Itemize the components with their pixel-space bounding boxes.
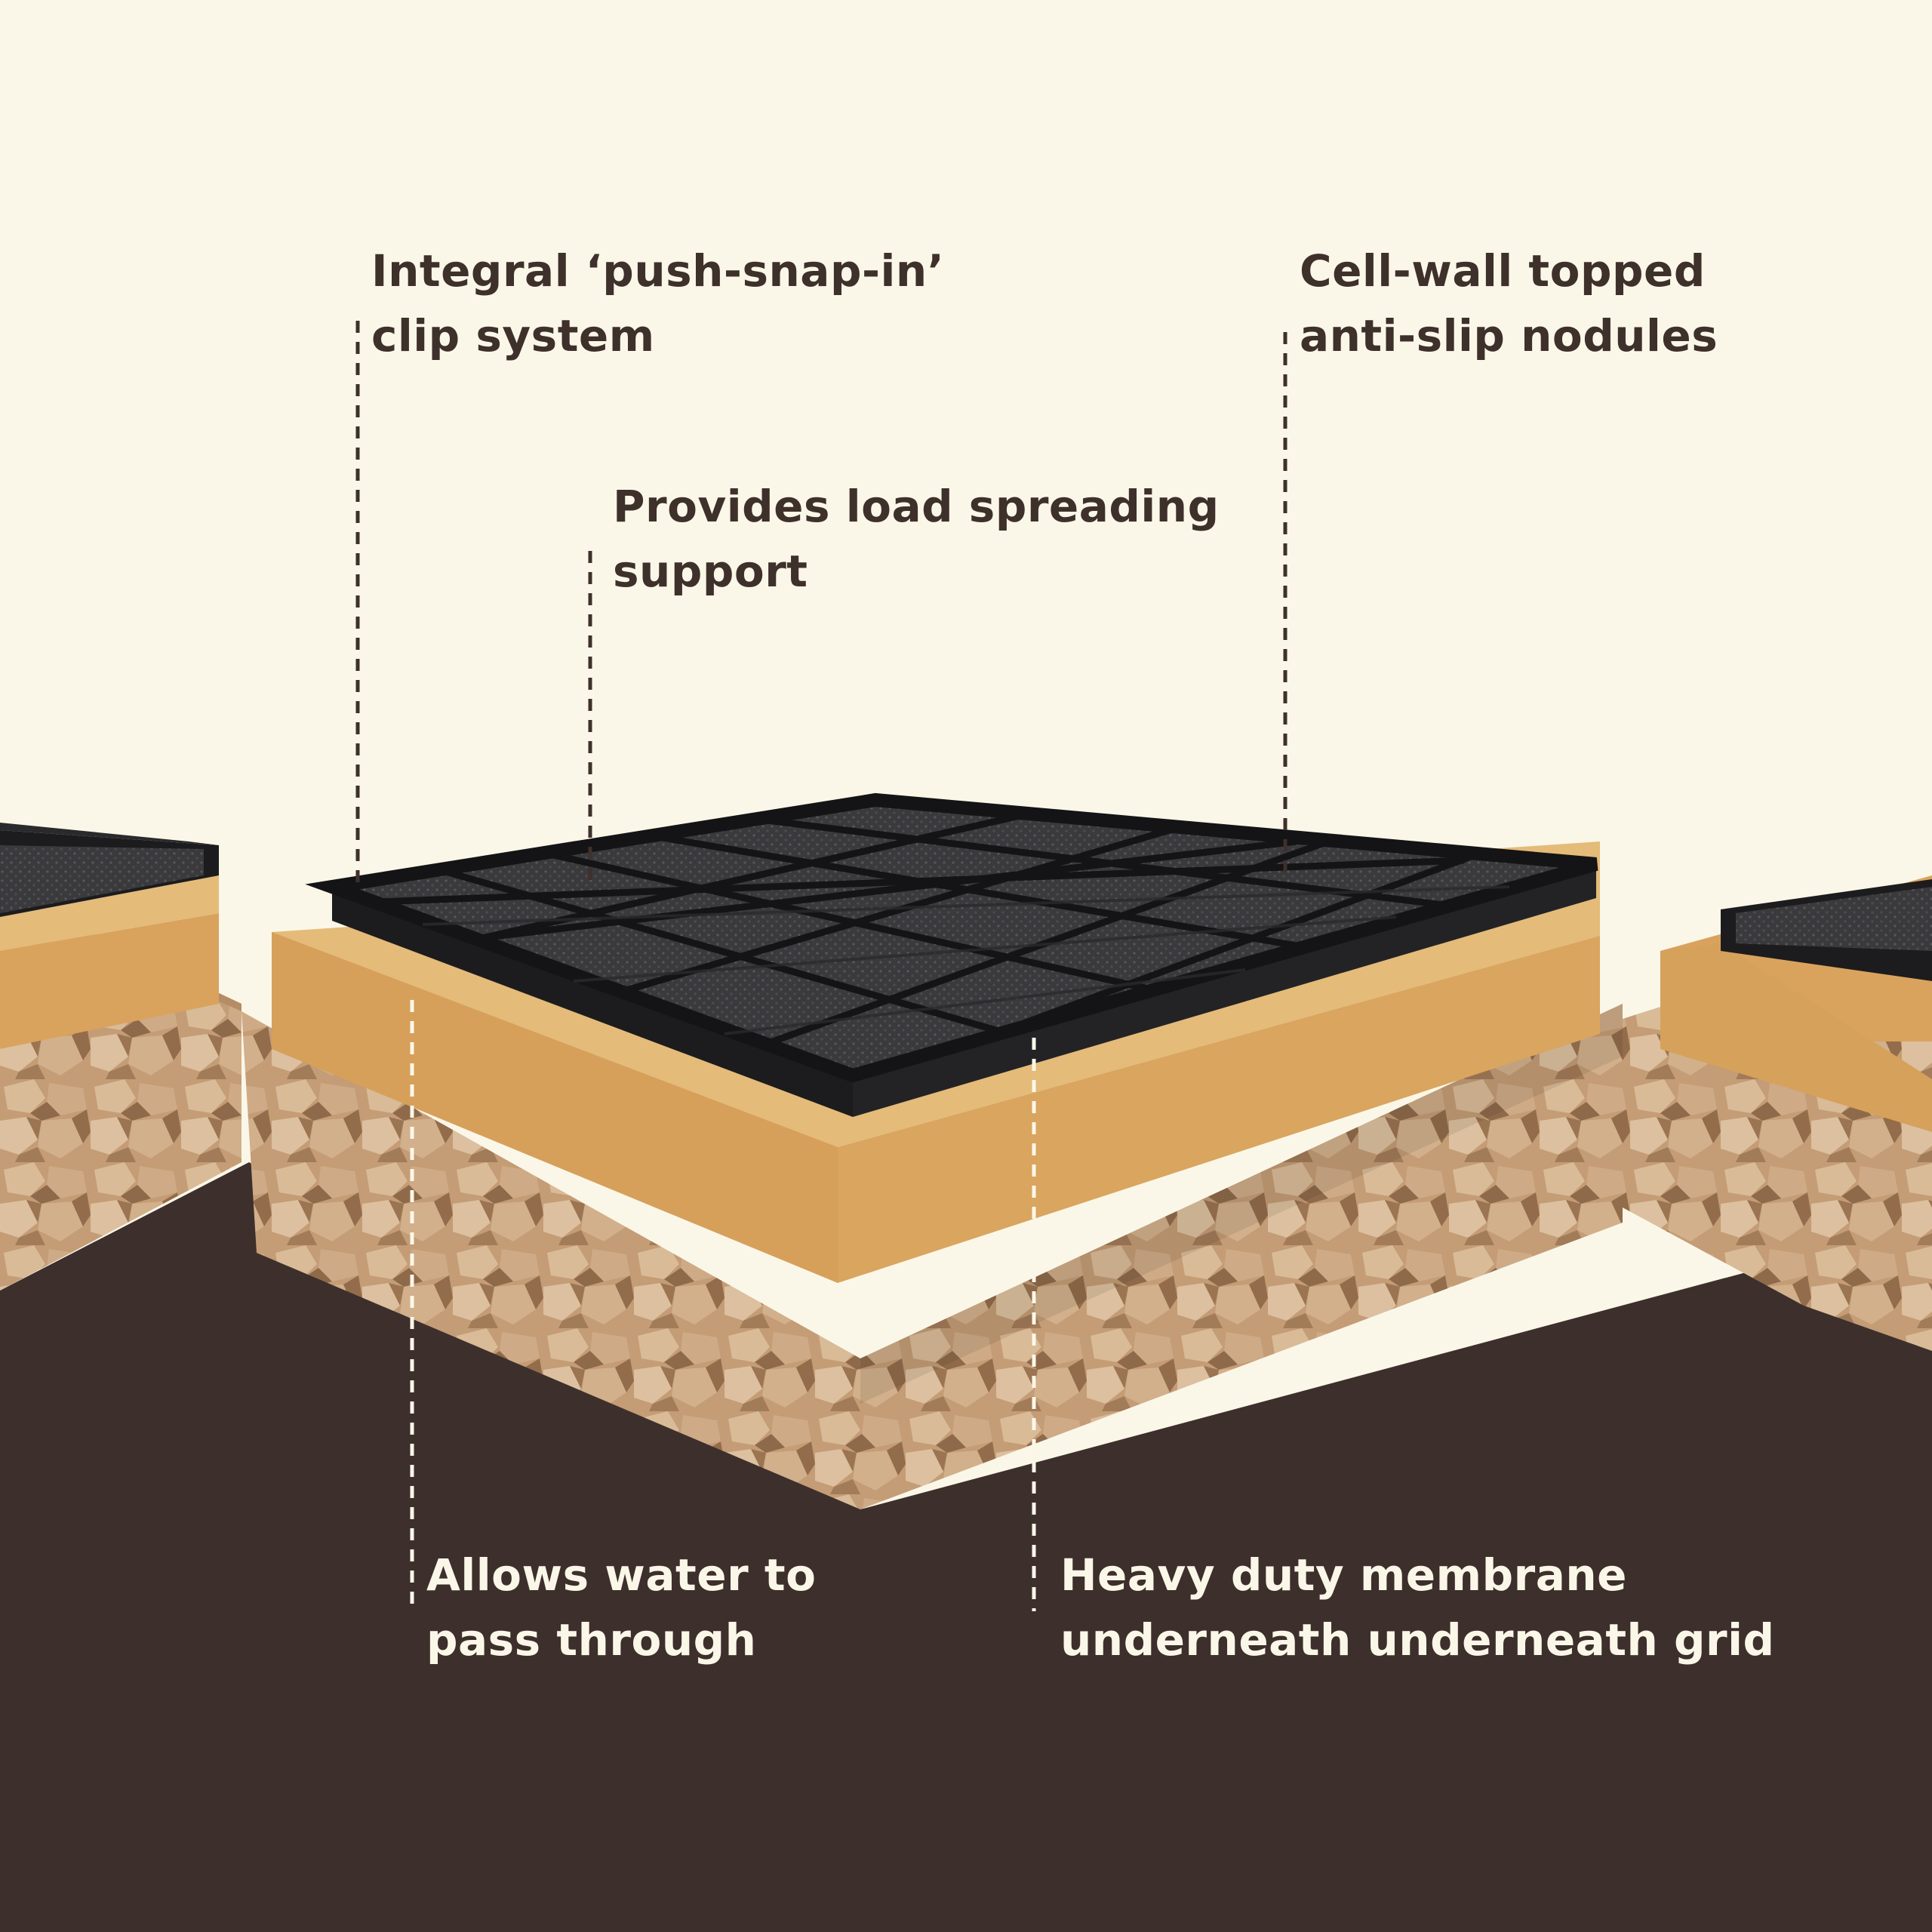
label-anti-slip: Cell-wall topped anti-slip nodules xyxy=(1300,245,1718,361)
grid-side-left xyxy=(332,887,853,1117)
gravel-right-face xyxy=(860,1004,1623,1509)
label-clip-system: Integral ‘push-snap-in’ clip system xyxy=(371,245,945,361)
label-membrane: Heavy duty membrane underneath underneat… xyxy=(1060,1549,1775,1666)
ground xyxy=(0,1162,1932,1932)
label-water: Allows water to pass through xyxy=(426,1549,817,1666)
left-tile xyxy=(0,823,242,1291)
label-load-spreading: Provides load spreading support xyxy=(613,481,1220,597)
right-tile xyxy=(1623,875,1932,1351)
center-tile xyxy=(242,792,1623,1509)
sand-right-face xyxy=(838,936,1600,1283)
grid-side-right xyxy=(853,864,1596,1117)
sand-left-face xyxy=(272,932,838,1283)
gravel-left-face xyxy=(242,1011,860,1509)
